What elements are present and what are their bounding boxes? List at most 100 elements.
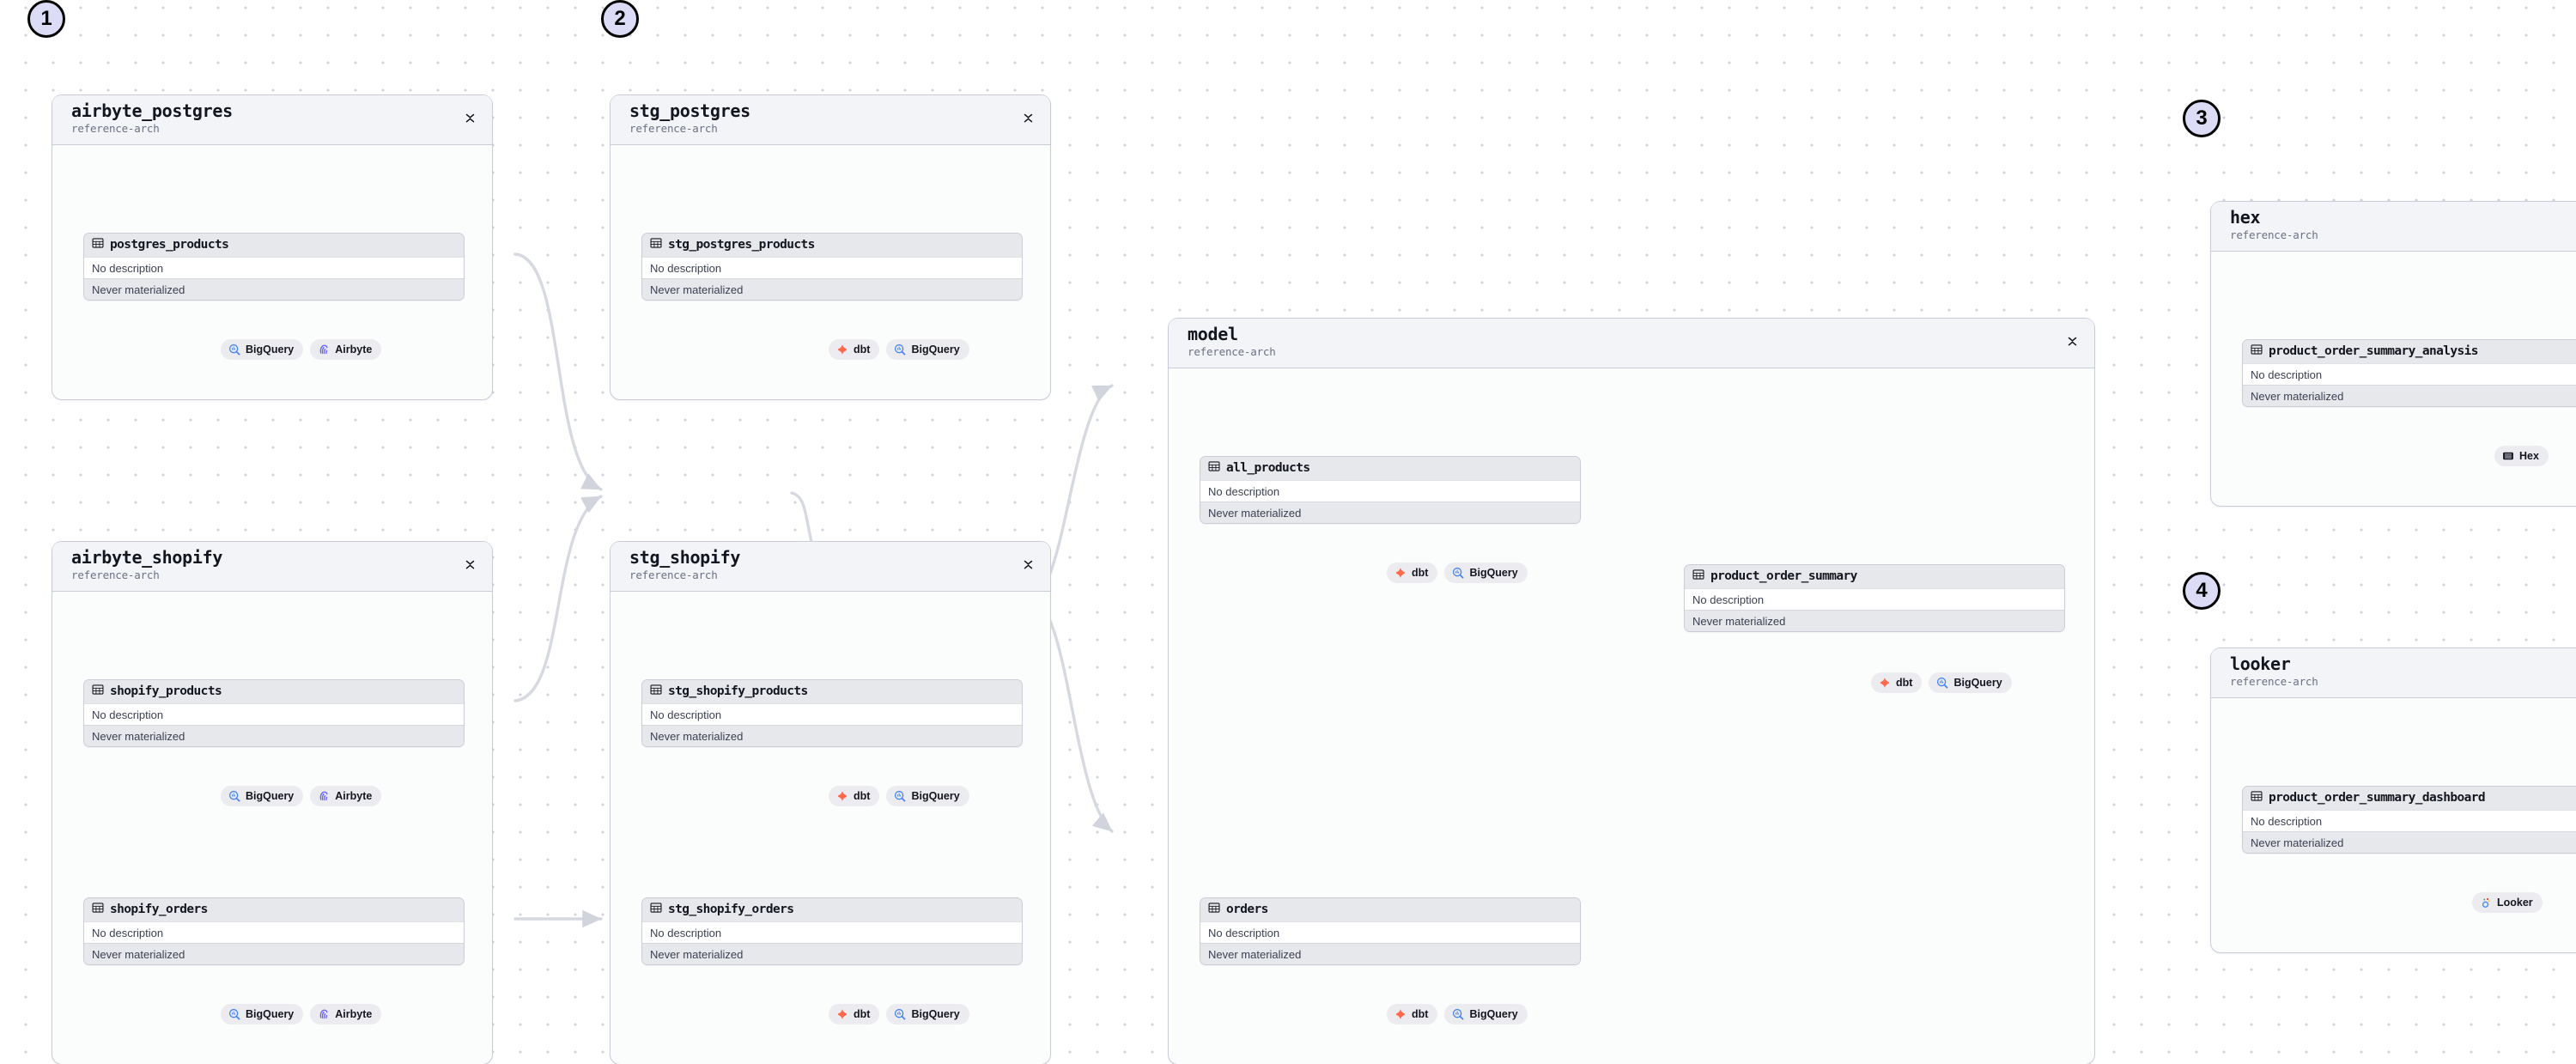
group-title: looker — [2230, 654, 2291, 674]
collapse-chevrons-icon[interactable] — [1021, 555, 1035, 574]
asset-description: No description — [642, 703, 1022, 725]
dbt-icon — [1879, 677, 1891, 689]
asset-tag-group: dbt BigQuery — [829, 339, 969, 360]
asset-title: all_products — [1226, 461, 1310, 475]
tag-bigquery[interactable]: BigQuery — [886, 1004, 969, 1024]
asset-title: product_order_summary_analysis — [2269, 344, 2479, 358]
dbt-icon — [836, 790, 848, 802]
bigquery-icon — [894, 344, 906, 356]
asset-header: shopify_orders — [84, 898, 464, 921]
tag-airbyte[interactable]: Airbyte — [310, 339, 382, 360]
group-subtitle: reference-arch — [71, 122, 160, 135]
step-badge-2: 2 — [601, 0, 639, 38]
asset-materialization-status: Never materialized — [642, 943, 1022, 964]
asset-tag-group: Hex — [2494, 446, 2549, 466]
tag-label: dbt — [854, 790, 871, 802]
asset-title: postgres_products — [110, 238, 229, 252]
tag-airbyte[interactable]: Airbyte — [310, 1004, 382, 1024]
group-subtitle: reference-arch — [629, 568, 718, 581]
table-icon — [1692, 568, 1704, 585]
tag-bigquery[interactable]: BigQuery — [221, 339, 304, 360]
tag-label: BigQuery — [246, 790, 295, 802]
table-icon — [650, 902, 662, 918]
dbt-icon — [836, 344, 848, 356]
table-icon — [92, 237, 104, 253]
tag-label: Airbyte — [335, 1008, 373, 1020]
group-subtitle: reference-arch — [2230, 228, 2318, 241]
asset-header: stg_shopify_products — [642, 680, 1022, 703]
asset-tag-group: BigQuery Airbyte — [221, 339, 382, 360]
tag-hex[interactable]: Hex — [2494, 446, 2549, 466]
asset-tag-group: BigQuery Airbyte — [221, 786, 382, 806]
table-icon — [1208, 902, 1220, 918]
tag-dbt[interactable]: dbt — [829, 339, 880, 360]
dbt-icon — [1394, 567, 1406, 579]
tag-bigquery[interactable]: BigQuery — [1444, 1004, 1528, 1024]
tag-label: dbt — [1412, 1008, 1429, 1020]
tag-dbt[interactable]: dbt — [829, 1004, 880, 1024]
tag-dbt[interactable]: dbt — [829, 786, 880, 806]
table-icon — [2251, 790, 2263, 806]
asset-tag-group: dbt BigQuery — [1387, 562, 1528, 583]
tag-bigquery[interactable]: BigQuery — [1929, 672, 2012, 693]
tag-airbyte[interactable]: Airbyte — [310, 786, 382, 806]
asset-title: product_order_summary_dashboard — [2269, 791, 2486, 805]
airbyte-icon — [318, 344, 330, 356]
tag-dbt[interactable]: dbt — [1387, 562, 1438, 583]
tag-bigquery[interactable]: BigQuery — [221, 1004, 304, 1024]
tag-bigquery[interactable]: BigQuery — [221, 786, 304, 806]
tag-dbt[interactable]: dbt — [1871, 672, 1923, 693]
asset-materialization-status: Never materialized — [1200, 502, 1580, 523]
asset-header: product_order_summary_analysis — [2243, 340, 2576, 363]
asset-materialization-status: Never materialized — [1200, 943, 1580, 964]
asset-header: orders — [1200, 898, 1580, 921]
lineage-edge — [513, 252, 603, 491]
bigquery-icon — [894, 790, 906, 802]
collapse-chevrons-icon[interactable] — [1021, 108, 1035, 127]
airbyte-icon — [318, 790, 330, 802]
tag-dbt[interactable]: dbt — [1387, 1004, 1438, 1024]
asset-header: product_order_summary_dashboard — [2243, 787, 2576, 810]
asset-header: stg_shopify_orders — [642, 898, 1022, 921]
tag-bigquery[interactable]: BigQuery — [886, 339, 969, 360]
bigquery-icon — [228, 344, 240, 356]
table-icon — [92, 902, 104, 918]
asset-description: No description — [642, 257, 1022, 278]
tag-bigquery[interactable]: BigQuery — [886, 786, 969, 806]
asset-header: stg_postgres_products — [642, 234, 1022, 257]
collapse-chevrons-icon[interactable] — [2065, 331, 2079, 350]
asset-header: all_products — [1200, 457, 1580, 480]
asset-tag-group: Looker — [2472, 892, 2543, 913]
tag-bigquery[interactable]: BigQuery — [1444, 562, 1528, 583]
tag-looker[interactable]: Looker — [2472, 892, 2543, 913]
bigquery-icon — [1936, 677, 1948, 689]
collapse-chevrons-icon[interactable] — [463, 108, 477, 127]
step-badge-1: 1 — [27, 0, 65, 38]
asset-title: shopify_orders — [110, 903, 208, 916]
asset-tag-group: dbt BigQuery — [1871, 672, 2012, 693]
collapse-chevrons-icon[interactable] — [463, 555, 477, 574]
